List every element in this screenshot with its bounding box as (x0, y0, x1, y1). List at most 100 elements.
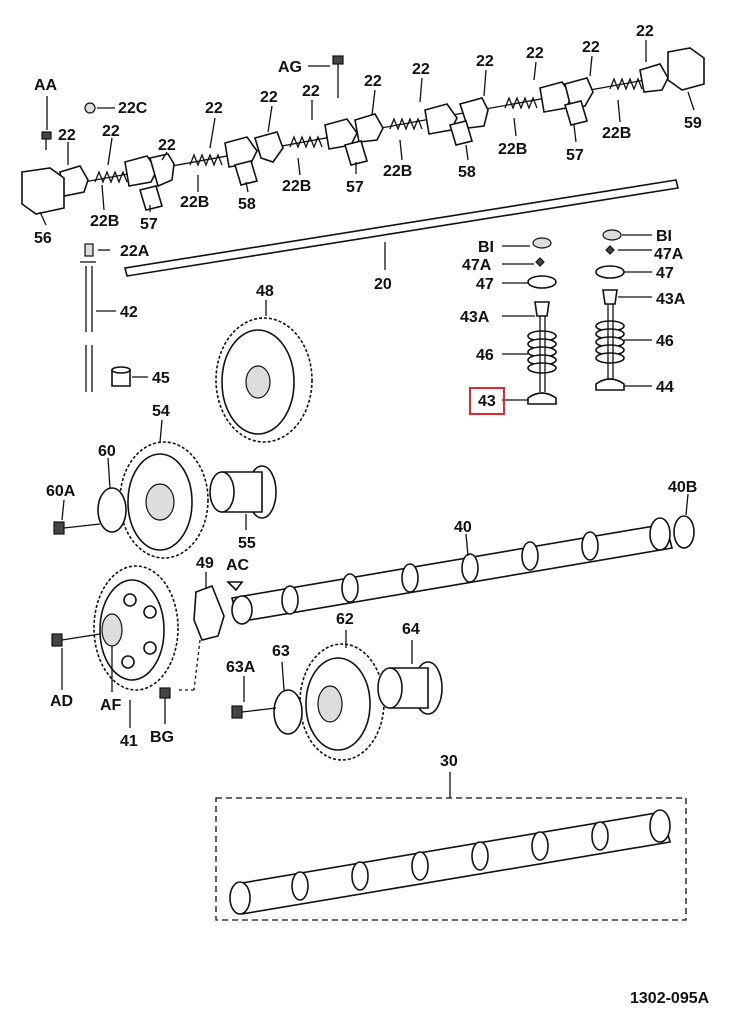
bolt-60A (53, 499, 101, 535)
rocker-support-57c (563, 100, 589, 126)
pushrod-assembly (80, 243, 131, 392)
label-22B-a: 22B (90, 213, 119, 230)
nut-22C (84, 102, 96, 114)
bolt-BG (159, 687, 171, 724)
camshaft-30-box (215, 772, 687, 921)
rocker-shaft-assembly (21, 47, 705, 215)
label-22-h: 22 (412, 61, 430, 78)
label-AC: AC (226, 557, 250, 574)
plate-60 (97, 457, 127, 533)
label-58-a: 58 (238, 196, 256, 213)
label-45: 45 (152, 370, 170, 387)
label-58-b: 58 (458, 164, 476, 181)
label-30: 30 (440, 753, 458, 770)
label-57-c: 57 (566, 147, 584, 164)
label-48: 48 (256, 283, 274, 300)
gear-41 (93, 565, 179, 728)
label-49: 49 (196, 555, 214, 572)
shaft-20 (124, 179, 679, 277)
plate-63 (273, 661, 303, 735)
hub-64 (377, 640, 443, 715)
label-59: 59 (684, 115, 702, 132)
label-22B-c: 22B (282, 178, 311, 195)
label-22B-d: 22B (383, 163, 412, 180)
label-22B-b: 22B (180, 194, 209, 211)
label-AD: AD (50, 693, 73, 710)
label-22C: 22C (118, 100, 148, 117)
label-22-e: 22 (260, 89, 278, 106)
label-22-g: 22 (364, 73, 382, 90)
label-22-b: 22 (102, 123, 120, 140)
label-47A-b: 47A (654, 246, 684, 263)
gear-48 (215, 300, 313, 443)
label-22B-f: 22B (602, 125, 631, 142)
label-BG: BG (150, 729, 174, 746)
label-20: 20 (374, 276, 392, 293)
label-BI-b: BI (656, 228, 672, 245)
valve-assembly-right (595, 229, 625, 391)
label-22-j: 22 (526, 45, 544, 62)
label-54: 54 (152, 403, 170, 420)
bolt-AG (332, 55, 344, 98)
callout-labels: AA 22C 22 22 22 22 22 22 22 22 22 22 22 … (34, 23, 710, 1007)
label-44: 44 (656, 379, 674, 396)
label-63A: 63A (226, 659, 256, 676)
rocker-bracket-56 (21, 167, 65, 215)
label-62: 62 (336, 611, 354, 628)
leader-lines-top (39, 40, 695, 226)
highlight-box-43 (469, 387, 505, 415)
valve-assembly-left (527, 237, 557, 405)
rocker-support-58a (233, 160, 259, 186)
label-22-k: 22 (582, 39, 600, 56)
label-55: 55 (238, 535, 256, 552)
label-47-a: 47 (476, 276, 494, 293)
label-43A-a: 43A (460, 309, 490, 326)
plate-49 (176, 572, 225, 691)
hub-55 (209, 465, 277, 530)
rocker-bracket-59 (667, 47, 705, 91)
drawing-number: 1302-095A (630, 990, 710, 1007)
label-46-a: 46 (476, 347, 494, 364)
label-41: 41 (120, 733, 138, 750)
label-22-i: 22 (476, 53, 494, 70)
label-AF: AF (100, 697, 122, 714)
label-22-c: 22 (158, 137, 176, 154)
rocker-support-57a (138, 185, 164, 211)
bolt-AD (51, 633, 101, 690)
valve-spring-46-right (595, 320, 625, 364)
rocker-support-58b (448, 120, 474, 146)
label-BI-a: BI (478, 239, 494, 256)
label-22-d: 22 (205, 100, 223, 117)
label-47-b: 47 (656, 265, 674, 282)
rocker-support-57b (343, 140, 369, 166)
bolt-AA (41, 131, 52, 150)
label-22-l: 22 (636, 23, 654, 40)
leader-lines-pushrod (96, 249, 148, 378)
gear-54 (119, 419, 209, 559)
label-22-a: 22 (58, 127, 76, 144)
label-46-b: 46 (656, 333, 674, 350)
label-60: 60 (98, 443, 116, 460)
camshaft-40 (231, 493, 695, 625)
label-64: 64 (402, 621, 420, 638)
label-40B: 40B (668, 479, 697, 496)
label-43: 43 (478, 393, 496, 410)
bolt-63A (231, 676, 277, 719)
label-47A-a: 47A (462, 257, 492, 274)
rocker-springs (94, 77, 643, 184)
rocker-arms (59, 63, 669, 197)
gear-62 (299, 630, 385, 761)
label-63: 63 (272, 643, 290, 660)
leader-lines-valves (502, 234, 652, 401)
label-AG: AG (278, 59, 302, 76)
label-42: 42 (120, 304, 138, 321)
label-57-a: 57 (140, 216, 158, 233)
valve-spring-46-left (527, 330, 557, 374)
label-22A: 22A (120, 243, 150, 260)
label-AA: AA (34, 77, 58, 94)
label-57-b: 57 (346, 179, 364, 196)
label-56: 56 (34, 230, 52, 247)
key-AC (226, 581, 244, 592)
label-43A-b: 43A (656, 291, 686, 308)
